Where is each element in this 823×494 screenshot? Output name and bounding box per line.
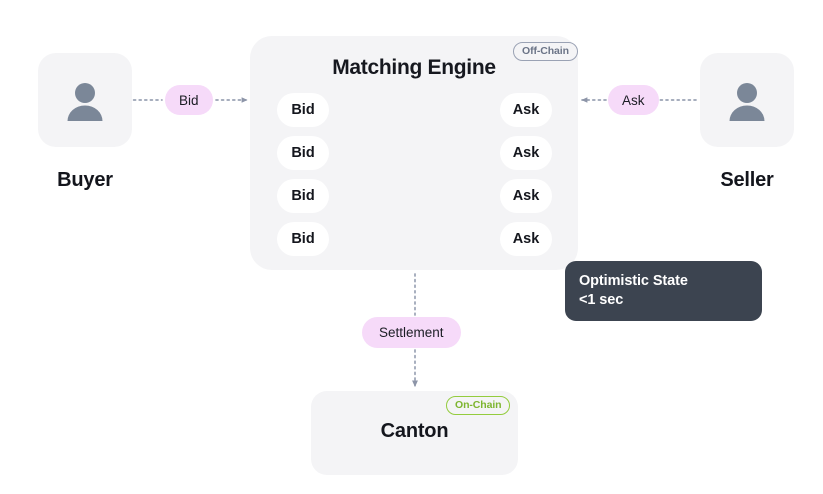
bid-order-pill[interactable]: Bid (277, 179, 329, 213)
ask-order-pill[interactable]: Ask (500, 222, 552, 256)
settlement-flow-pill[interactable]: Settlement (362, 317, 461, 348)
person-icon (729, 83, 765, 121)
ask-order-pill[interactable]: Ask (500, 179, 552, 213)
ask-order-pill[interactable]: Ask (500, 136, 552, 170)
bid-flow-pill[interactable]: Bid (165, 85, 213, 115)
ask-order-pill[interactable]: Ask (500, 93, 552, 127)
buyer-card[interactable] (38, 53, 132, 147)
bid-order-pill[interactable]: Bid (277, 222, 329, 256)
matching-engine-title: Matching Engine (332, 56, 496, 79)
callout-line-1: Optimistic State (579, 273, 688, 289)
callout-line-2: <1 sec (579, 291, 624, 308)
on-chain-badge: On-Chain (446, 396, 511, 415)
bid-order-pill[interactable]: Bid (277, 136, 329, 170)
bid-order-pill[interactable]: Bid (277, 93, 329, 127)
person-icon (67, 83, 103, 121)
buyer-label: Buyer (57, 169, 113, 191)
ask-flow-pill[interactable]: Ask (608, 85, 659, 115)
off-chain-badge: Off-Chain (513, 42, 578, 61)
seller-card[interactable] (700, 53, 794, 147)
seller-label: Seller (720, 169, 774, 191)
optimistic-state-callout: Optimistic State <1 sec (565, 261, 762, 322)
canton-title: Canton (380, 420, 449, 442)
